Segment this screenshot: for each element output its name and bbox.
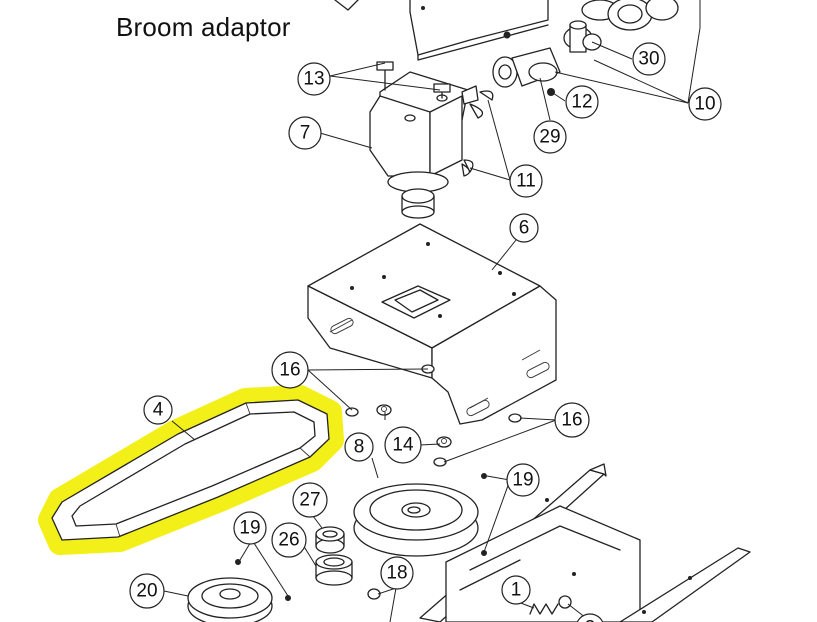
svg-text:26: 26 xyxy=(278,530,299,551)
callout-30: 30 xyxy=(632,42,666,76)
bearing-27 xyxy=(315,526,345,554)
bushing-26 xyxy=(315,554,353,586)
callout-13: 13 xyxy=(297,62,331,96)
callout-18: 18 xyxy=(380,556,414,590)
callout-3: 3 xyxy=(576,613,604,622)
svg-text:20: 20 xyxy=(136,581,157,602)
callout-7: 7 xyxy=(288,116,322,150)
callout-19-right: 19 xyxy=(506,463,540,497)
pulley-20 xyxy=(187,559,291,622)
keys-11 xyxy=(463,90,494,173)
svg-text:8: 8 xyxy=(354,437,365,458)
callout-16-lower: 16 xyxy=(554,402,590,438)
callout-29: 29 xyxy=(533,120,567,154)
callout-10: 10 xyxy=(688,87,722,121)
svg-text:19: 19 xyxy=(512,470,533,491)
svg-text:10: 10 xyxy=(694,94,715,115)
drive-belt xyxy=(51,399,330,541)
callout-14: 14 xyxy=(384,426,422,464)
top-bracket xyxy=(334,0,549,61)
svg-text:11: 11 xyxy=(516,171,536,192)
gearbox xyxy=(369,71,484,219)
spring-1 xyxy=(529,595,572,615)
svg-text:6: 6 xyxy=(519,218,530,239)
svg-text:13: 13 xyxy=(303,69,324,90)
callout-1: 1 xyxy=(501,575,531,605)
callout-20: 20 xyxy=(129,573,165,609)
mounting-plate xyxy=(307,223,557,425)
callout-26: 26 xyxy=(271,522,307,558)
universal-joint xyxy=(492,0,679,96)
leader-lines xyxy=(163,0,701,622)
callout-19-left: 19 xyxy=(233,511,267,545)
svg-text:18: 18 xyxy=(386,563,407,584)
callout-27: 27 xyxy=(292,482,328,518)
svg-text:30: 30 xyxy=(638,49,659,70)
svg-text:4: 4 xyxy=(153,400,164,421)
svg-text:16: 16 xyxy=(279,360,300,381)
svg-text:3: 3 xyxy=(585,618,596,622)
belt-highlight xyxy=(38,385,344,555)
svg-text:14: 14 xyxy=(392,435,414,456)
callout-11: 11 xyxy=(509,164,543,198)
svg-text:19: 19 xyxy=(239,518,260,539)
svg-text:29: 29 xyxy=(539,127,560,148)
svg-text:16: 16 xyxy=(561,410,582,431)
callout-4: 4 xyxy=(143,395,173,425)
callout-12: 12 xyxy=(565,85,599,119)
diagram-title: Broom adaptor xyxy=(116,12,291,42)
svg-text:1: 1 xyxy=(511,580,522,601)
frame xyxy=(367,463,751,622)
callout-6: 6 xyxy=(509,213,539,243)
callout-16-upper: 16 xyxy=(271,351,309,389)
svg-text:27: 27 xyxy=(299,490,320,511)
svg-text:7: 7 xyxy=(300,123,311,144)
nuts xyxy=(345,364,522,467)
svg-text:12: 12 xyxy=(571,92,592,113)
callout-8: 8 xyxy=(344,432,374,462)
pulley-8 xyxy=(353,473,487,557)
